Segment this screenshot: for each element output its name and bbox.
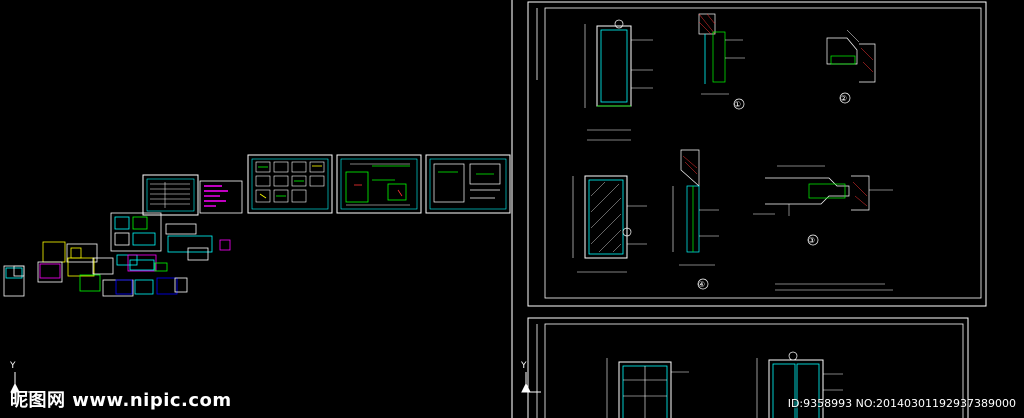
sheet-1-frame[interactable] <box>527 1 987 307</box>
sheet-thumb-1[interactable] <box>247 154 333 214</box>
door-elevation-b[interactable] <box>572 175 647 273</box>
door-elevation-a[interactable] <box>584 19 653 141</box>
ucs-y-label: Y <box>9 361 16 371</box>
detail-1-label: ① <box>734 100 741 109</box>
watermark-site: 昵图网 www.nipic.com <box>10 390 232 411</box>
detail-2-label: ② <box>840 94 847 103</box>
section-detail-3[interactable] <box>753 165 893 246</box>
model-viewport-right[interactable]: ① ② <box>513 0 1024 418</box>
ucs-y-label-right: Y <box>520 361 527 371</box>
ucs-icon <box>10 372 30 393</box>
sheet-thumb-3[interactable] <box>425 154 511 214</box>
sheet-thumb-5[interactable] <box>199 180 243 214</box>
door-elevation-c[interactable] <box>606 358 689 418</box>
door-elevation-d[interactable] <box>756 351 843 418</box>
section-detail-4[interactable] <box>672 149 719 290</box>
section-detail-1[interactable] <box>698 13 745 110</box>
sheet-thumb-4[interactable] <box>142 174 199 216</box>
detail-3-label: ③ <box>808 236 815 245</box>
viewport-divider[interactable] <box>511 0 513 418</box>
sheet-1-notes <box>775 283 893 291</box>
detail-canvas: ① ② <box>520 1 987 418</box>
watermark-id: ID:9358993 NO:20140301192937389000 <box>787 397 1016 410</box>
ucs-icon-right <box>521 372 541 393</box>
detail-4-label: ④ <box>698 280 705 289</box>
detail-cluster[interactable] <box>3 212 231 297</box>
sheet-2-frame[interactable] <box>527 317 969 418</box>
sheet-thumb-2[interactable] <box>336 154 422 214</box>
section-detail-2[interactable] <box>826 29 876 104</box>
overview-canvas: Y <box>3 154 511 393</box>
model-viewport-left[interactable]: Y 昵图网 www.nipic.com <box>0 0 511 418</box>
